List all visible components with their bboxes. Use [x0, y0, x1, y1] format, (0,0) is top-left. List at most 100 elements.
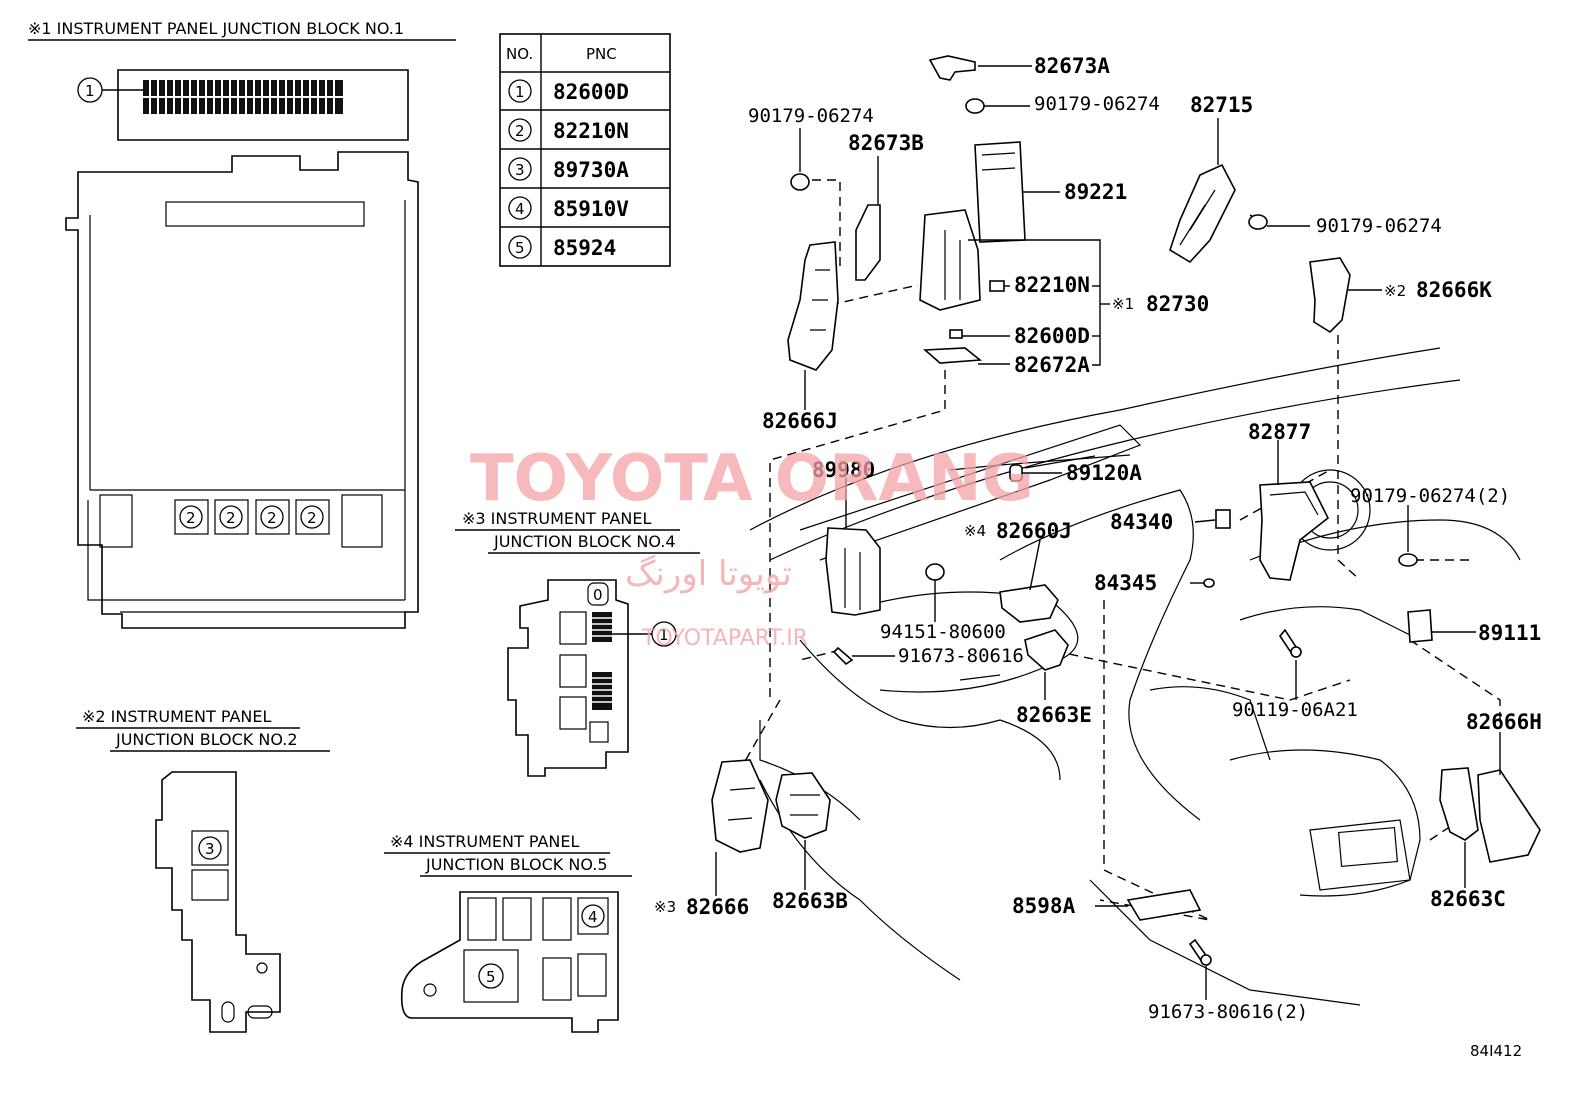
junction-block-1: ※1 INSTRUMENT PANEL JUNCTION BLOCK NO.1	[28, 19, 456, 629]
jb4-title-1: ※4 INSTRUMENT PANEL	[390, 832, 580, 851]
row-pnc: 82210N	[553, 119, 629, 143]
part-89111-module	[1407, 609, 1433, 643]
table-row: 4 85910V	[508, 196, 629, 221]
label-89120A: 89120A	[1066, 461, 1142, 485]
label-82660J: 82660J	[996, 519, 1072, 543]
callout-2-b: 2	[226, 509, 236, 527]
connector-strip	[143, 80, 343, 114]
label-82663C: 82663C	[1430, 887, 1506, 911]
jb2-title-2: JUNCTION BLOCK NO.2	[115, 730, 298, 749]
part-82673B-bracket	[855, 204, 881, 281]
part-bolt-91673-left	[832, 646, 854, 666]
callout-5: 5	[486, 968, 496, 986]
label-82666: 82666	[686, 895, 749, 919]
label-82666J: 82666J	[762, 409, 838, 433]
watermark: TOYOTA ORANG تویوتا اورنگ TOYOTAPART.IR	[470, 442, 1034, 651]
table-header-no: NO.	[506, 45, 533, 63]
callout-3: 3	[205, 840, 215, 858]
junction-block-4: ※3 INSTRUMENT PANEL JUNCTION BLOCK NO.4 …	[455, 509, 700, 777]
row-pnc: 89730A	[553, 158, 629, 182]
label-8598A: 8598A	[1012, 894, 1076, 918]
part-82600D-connector	[949, 329, 963, 339]
jb3-title-1: ※3 INSTRUMENT PANEL	[462, 509, 652, 528]
label-82666-mark: ※3	[654, 898, 676, 916]
label-91673-a: 91673-80616	[898, 645, 1024, 667]
callout-2-d: 2	[307, 509, 317, 527]
pnc-table: NO. PNC 1 82600D 2 82210N 3 89730A 4 859…	[499, 33, 671, 267]
jb4-connector	[592, 612, 612, 710]
label-89111: 89111	[1478, 621, 1541, 645]
junction-block-5: ※4 INSTRUMENT PANEL JUNCTION BLOCK NO.5 …	[384, 832, 632, 1033]
part-82663C-bracket	[1439, 767, 1479, 841]
label-82877: 82877	[1248, 420, 1311, 444]
part-bolt-90119	[1279, 628, 1302, 658]
part-82672A-cover	[922, 347, 983, 364]
table-header-pnc: PNC	[586, 45, 617, 63]
jb1-relay-slots: 2 2 2 2	[174, 499, 330, 535]
table-row: 5 85924	[508, 235, 616, 260]
table-row: 1 82600D	[508, 79, 629, 104]
callout-1-jb4-label: 1	[659, 626, 669, 644]
row-no: 4	[515, 200, 525, 218]
row-no: 3	[515, 161, 525, 179]
part-82730-junction-block	[919, 209, 981, 311]
jb4-title-2: JUNCTION BLOCK NO.5	[425, 855, 608, 874]
label-82673A: 82673A	[1034, 54, 1110, 78]
watermark-url: TOYOTAPART.IR	[641, 626, 808, 651]
label-90119: 90119-06A21	[1232, 699, 1358, 721]
label-82663E: 82663E	[1016, 703, 1092, 727]
label-89980: 89980	[812, 458, 875, 482]
part-82666H-bracket	[1477, 769, 1541, 863]
part-82666K-bracket	[1309, 257, 1351, 334]
label-94151: 94151-80600	[880, 621, 1006, 643]
part-84340-switch	[1215, 509, 1231, 529]
label-82666K-mark: ※2	[1384, 282, 1406, 300]
jb1-title: ※1 INSTRUMENT PANEL JUNCTION BLOCK NO.1	[28, 19, 404, 38]
label-84345: 84345	[1094, 571, 1157, 595]
label-82660J-mark: ※4	[964, 522, 986, 540]
row-no: 1	[515, 83, 525, 101]
label-82715: 82715	[1190, 93, 1253, 117]
part-82663B-bracket	[775, 772, 831, 839]
part-82673A-bracket	[928, 55, 976, 81]
part-82666-bracket	[711, 759, 769, 853]
part-clip-90179-dash	[1398, 553, 1418, 567]
part-89221-module	[974, 141, 1026, 243]
row-pnc: 85924	[553, 236, 616, 260]
label-90179-b: 90179-06274	[748, 105, 874, 127]
part-82663E-bracket	[1024, 629, 1069, 671]
part-82210N-relay	[989, 280, 1005, 292]
callout-1-label: 1	[85, 82, 95, 100]
figure-id: 84I412	[1470, 1042, 1522, 1060]
label-82663B: 82663B	[772, 889, 848, 913]
label-90179-d: 90179-06274(2)	[1350, 485, 1510, 507]
label-82730-mark: ※1	[1112, 295, 1134, 313]
part-8598A-switch	[1126, 889, 1202, 921]
watermark-persian: تویوتا اورنگ	[625, 554, 792, 594]
label-82210N: 82210N	[1014, 273, 1090, 297]
part-82660J-bracket	[999, 584, 1059, 623]
label-89221: 89221	[1064, 180, 1127, 204]
row-pnc: 85910V	[553, 197, 629, 221]
callout-2-c: 2	[267, 509, 277, 527]
label-90179-a: 90179-06274	[1034, 93, 1160, 115]
label-82730: 82730	[1146, 292, 1209, 316]
junction-block-2: ※2 INSTRUMENT PANEL JUNCTION BLOCK NO.2 …	[76, 707, 330, 1033]
callout-1-jb4	[651, 621, 677, 647]
label-82672A: 82672A	[1014, 353, 1090, 377]
part-82877-bracket	[1259, 481, 1330, 581]
table-row: 2 82210N	[508, 118, 629, 143]
jb2-title-1: ※2 INSTRUMENT PANEL	[82, 707, 272, 726]
label-91673-b: 91673-80616(2)	[1148, 1001, 1308, 1023]
label-82666H: 82666H	[1466, 710, 1542, 734]
part-clip-94151	[925, 563, 945, 581]
label-82600D: 82600D	[1014, 324, 1090, 348]
table-row: 3 89730A	[508, 157, 629, 182]
label-82666K: 82666K	[1416, 278, 1492, 302]
callout-1	[77, 77, 103, 103]
label-82673B: 82673B	[848, 131, 924, 155]
jb3-title-2: JUNCTION BLOCK NO.4	[493, 532, 676, 551]
part-89980-module	[825, 527, 881, 616]
